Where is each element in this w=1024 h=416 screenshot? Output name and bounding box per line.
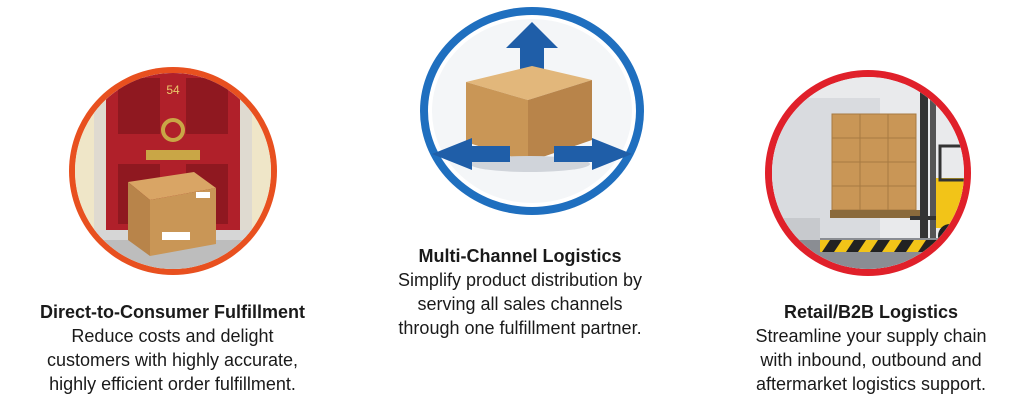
feature-description-line: customers with highly accurate,: [46, 350, 299, 370]
feature-title: Direct-to-Consumer Fulfillment: [39, 302, 305, 322]
door-number: 54: [166, 83, 180, 97]
feature-title: Retail/B2B Logistics: [783, 302, 959, 322]
forklift-pallet-icon: [760, 68, 976, 278]
feature-description-line: aftermarket logistics support.: [755, 374, 987, 394]
feature-title: Multi-Channel Logistics: [418, 246, 622, 266]
feature-description-line: Streamline your supply chain: [755, 326, 987, 346]
feature-direct-to-consumer: Direct-to-Consumer Fulfillment Reduce co…: [0, 300, 345, 396]
feature-retail-b2b: Retail/B2B Logistics Streamline your sup…: [718, 300, 1024, 396]
feature-description-line: through one fulfillment partner.: [398, 318, 642, 338]
feature-description-line: highly efficient order fulfillment.: [49, 374, 296, 394]
feature-multi-channel: Multi-Channel Logistics Simplify product…: [350, 244, 690, 340]
feature-description-line: with inbound, outbound and: [760, 350, 982, 370]
feature-description-line: Simplify product distribution by: [397, 270, 643, 290]
front-door-package-icon: 54: [66, 64, 280, 278]
feature-description-line: serving all sales channels: [417, 294, 623, 314]
feature-description-line: Reduce costs and delight: [71, 326, 274, 346]
box-distribution-arrows-icon: [414, 4, 650, 218]
